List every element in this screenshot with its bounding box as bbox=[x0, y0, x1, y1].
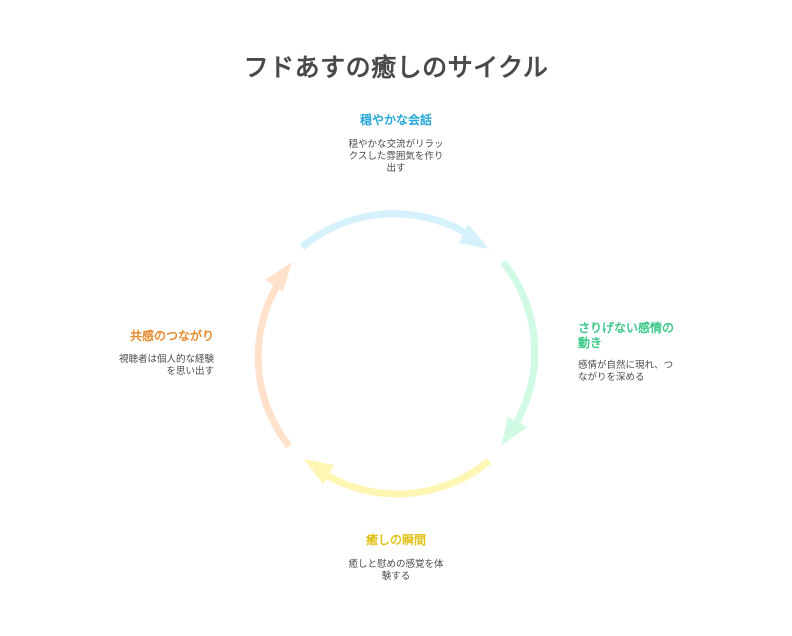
arrowhead-left bbox=[265, 262, 292, 291]
node-title-right-line: 動き bbox=[578, 336, 603, 350]
node-desc-left-line: を思い出す bbox=[166, 366, 214, 377]
arc-right bbox=[500, 259, 539, 432]
node-desc-top-line: 出す bbox=[386, 163, 406, 174]
node-desc-bottom-line: 癒しと慰めの感覚を体 bbox=[348, 559, 444, 570]
node-desc-bottom: 癒しと慰めの感覚を体 験する bbox=[316, 559, 476, 583]
node-desc-right-line: 感情が自然に現れ、つ bbox=[578, 360, 674, 371]
arc-top bbox=[299, 210, 476, 250]
node-desc-top-line: クスした雰囲気を作り bbox=[348, 151, 444, 162]
node-desc-left-line: 視聴者は個人的な経験 bbox=[118, 354, 214, 365]
node-desc-right-line: ながりを深める bbox=[578, 372, 645, 383]
node-desc-left: 視聴者は個人的な経験 を思い出す bbox=[84, 354, 214, 378]
arc-left bbox=[254, 274, 292, 449]
node-title-right: さりげない感情の 動き bbox=[578, 321, 708, 351]
node-desc-bottom-line: 験する bbox=[381, 571, 411, 582]
arrowhead-bottom bbox=[304, 459, 334, 484]
node-title-top: 穏やかな会話 bbox=[359, 113, 432, 127]
arc-bottom bbox=[316, 458, 492, 498]
node-title-right-line: さりげない感情の bbox=[578, 321, 675, 335]
node-title-left: 共感のつながり bbox=[129, 329, 214, 343]
arrowhead-right bbox=[501, 417, 527, 446]
node-desc-top: 穏やかな交流がリラッ クスした雰囲気を作り 出す bbox=[316, 139, 476, 175]
node-title-bottom: 癒しの瞬間 bbox=[365, 533, 426, 547]
node-desc-right: 感情が自然に現れ、つ ながりを深める bbox=[578, 360, 708, 384]
page-title: フドあすの癒しのサイクル bbox=[243, 53, 549, 82]
arrowhead-top bbox=[459, 224, 489, 249]
node-desc-top-line: 穏やかな交流がリラッ bbox=[348, 139, 444, 150]
